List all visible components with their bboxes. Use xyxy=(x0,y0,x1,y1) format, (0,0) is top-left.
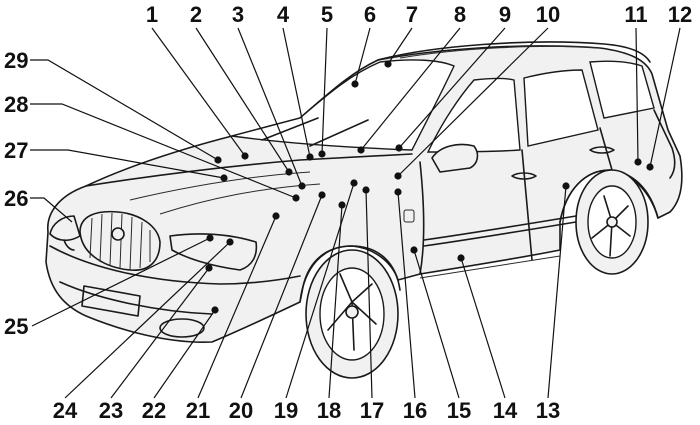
callout-label-10: 10 xyxy=(536,2,560,27)
callout-label-13: 13 xyxy=(536,398,560,423)
callout-label-28: 28 xyxy=(4,92,28,117)
car-body xyxy=(45,41,683,379)
callout-label-20: 20 xyxy=(229,398,253,423)
callout-label-15: 15 xyxy=(447,398,471,423)
callout-label-7: 7 xyxy=(406,2,418,27)
leader-lines xyxy=(30,27,681,399)
leader-dots xyxy=(205,60,654,314)
callout-label-16: 16 xyxy=(403,398,427,423)
callout-label-6: 6 xyxy=(364,2,376,27)
callout-label-17: 17 xyxy=(360,398,384,423)
callout-label-24: 24 xyxy=(53,398,78,423)
callout-label-5: 5 xyxy=(321,2,333,27)
callout-label-21: 21 xyxy=(186,398,210,423)
callout-label-12: 12 xyxy=(668,2,692,27)
callout-label-26: 26 xyxy=(4,186,28,211)
callout-label-25: 25 xyxy=(4,314,28,339)
callout-labels: 1 2 3 4 5 6 7 8 9 10 11 12 13 14 15 16 1… xyxy=(4,2,692,423)
callout-label-8: 8 xyxy=(454,2,466,27)
callout-label-11: 11 xyxy=(624,2,647,27)
callout-label-27: 27 xyxy=(4,138,28,163)
callout-label-19: 19 xyxy=(274,398,298,423)
callout-label-1: 1 xyxy=(146,2,158,27)
callout-label-14: 14 xyxy=(493,398,518,423)
callout-label-22: 22 xyxy=(142,398,166,423)
callout-label-3: 3 xyxy=(232,2,244,27)
callout-label-29: 29 xyxy=(4,48,28,73)
callout-label-23: 23 xyxy=(99,398,123,423)
callout-label-9: 9 xyxy=(499,2,511,27)
callout-label-4: 4 xyxy=(277,2,290,27)
callout-label-18: 18 xyxy=(317,398,341,423)
callout-label-2: 2 xyxy=(190,2,202,27)
